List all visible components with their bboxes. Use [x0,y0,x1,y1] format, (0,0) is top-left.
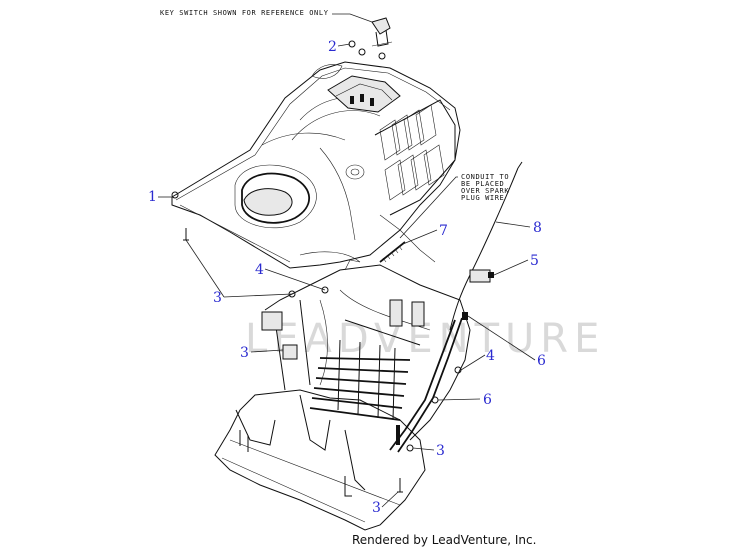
callout-4a: 4 [255,262,326,291]
callout-label: 6 [537,353,546,369]
frame-illustration [214,259,471,531]
callout-label: 1 [148,189,157,205]
dash-cover-illustration [171,61,461,269]
callout-5: 5 [493,253,539,276]
grating [309,319,421,421]
callout-label: 7 [439,223,448,239]
key-switch-note-text: KEY SWITCH SHOWN FOR REFERENCE ONLY [160,9,329,17]
callout-label: 8 [533,220,542,236]
conduit-note: CONDUIT TO BE PLACED OVER SPARK PLUG WIR… [399,173,509,239]
callout-label: 2 [328,39,337,55]
key-switch-note: KEY SWITCH SHOWN FOR REFERENCE ONLY [160,9,373,23]
callout-4b: 4 [460,348,495,371]
callout-2: 2 [328,39,351,55]
callout-label: 3 [436,443,445,459]
callout-3d: 3 [372,491,399,516]
conduit-illustration [379,241,406,263]
key-switch-illustration [348,17,393,60]
callout-6b: 6 [437,392,492,408]
callout-label: 5 [530,253,539,269]
callout-label: 3 [213,290,222,306]
callout-6a: 6 [467,315,546,369]
conduit-note-line-3: OVER SPARK [461,187,509,195]
callout-3a: 3 [185,239,293,306]
conduit-note-line-4: PLUG WIRE [461,194,504,202]
callout-7: 7 [402,223,448,245]
callout-label: 6 [483,392,492,408]
callout-1: 1 [148,189,172,205]
callout-3c: 3 [412,443,445,459]
conduit-note-line-2: BE PLACED [461,180,504,188]
watermark: LEADVENTURE [245,316,605,362]
callout-label: 4 [486,348,495,364]
callout-label: 4 [255,262,264,278]
callout-8: 8 [495,220,542,236]
cable-illustration [449,161,523,331]
conduit-note-line-1: CONDUIT TO [461,173,509,181]
callout-label: 3 [372,500,381,516]
callout-3b: 3 [240,345,284,361]
render-credit: Rendered by LeadVenture, Inc. [352,533,537,547]
callout-label: 3 [240,345,249,361]
